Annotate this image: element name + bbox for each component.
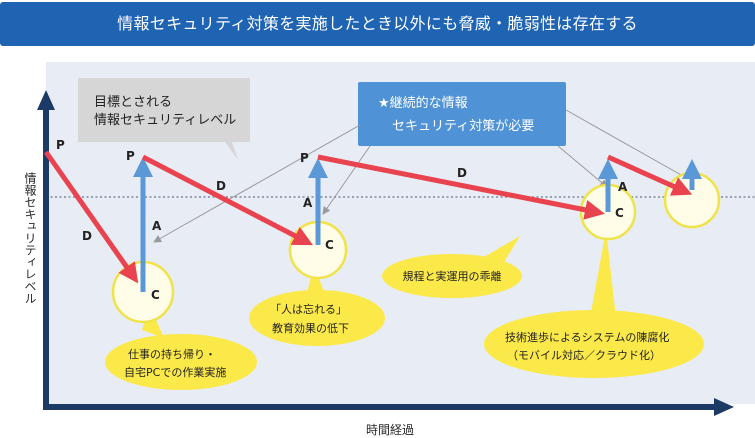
- bubble-people-forget: 「人は忘れる」 教育効果の低下: [249, 266, 385, 346]
- continuous-callout-line-2: セキュリティ対策が必要: [392, 118, 534, 134]
- check-label-3: C: [615, 206, 624, 220]
- continuous-need-callout: ★継続的な情報 セキュリティ対策が必要: [358, 82, 566, 146]
- continuous-callout-line-1: ★継続的な情報: [378, 95, 468, 111]
- plan-label-2: P: [126, 149, 135, 163]
- target-callout-line-2: 情報セキュリティレベル: [94, 113, 236, 128]
- bubble-tech-progress: 技術進歩によるシステムの陳腐化 （モバイル対応／クラウド化）: [484, 230, 704, 378]
- do-arrow-4: [606, 154, 693, 196]
- callout-pointer-lines: [153, 109, 691, 243]
- do-labels: D D D: [82, 166, 467, 243]
- page-title: 情報セキュリティ対策を実施したとき以外にも脅威・脆弱性は存在する: [0, 2, 755, 46]
- do-arrows: [43, 150, 693, 284]
- bubble-rules-gap: 規程と実運用の乖離: [382, 236, 522, 298]
- do-label-3: D: [457, 166, 467, 180]
- act-label-3: A: [618, 180, 628, 194]
- act-labels: A A A: [152, 180, 628, 233]
- do-label-1: D: [82, 229, 92, 243]
- x-axis-label: 時間経過: [366, 423, 414, 437]
- bubble-home-work: 仕事の持ち帰り・ 自宅PCでの作業実施: [105, 306, 257, 390]
- bubble-home-work-line-1: 仕事の持ち帰り・: [128, 347, 216, 361]
- check-label-1: C: [151, 288, 160, 302]
- do-arrow-2: [141, 154, 313, 246]
- bubble-rules-gap-line-1: 規程と実運用の乖離: [403, 269, 502, 283]
- check-labels: C C C: [151, 206, 624, 302]
- target-level-callout: 目標とされる 情報セキュリティレベル: [78, 78, 250, 160]
- bubble-people-forget-line-2: 教育効果の低下: [272, 321, 349, 335]
- act-label-1: A: [152, 219, 162, 233]
- bubble-tech-progress-line-1: 技術進歩によるシステムの陳腐化: [505, 330, 669, 344]
- plan-labels: P P P: [56, 138, 309, 165]
- check-label-2: C: [325, 238, 334, 252]
- do-label-2: D: [216, 179, 226, 193]
- do-arrow-3: [317, 154, 605, 220]
- bubble-people-forget-line-1: 「人は忘れる」: [270, 302, 347, 316]
- y-axis-label: 情報セキュリティレベル: [23, 172, 37, 304]
- plan-label-1: P: [56, 138, 65, 152]
- bubble-home-work-line-2: 自宅PCでの作業実施: [124, 365, 226, 379]
- do-arrow-1: [43, 150, 139, 284]
- bubble-tech-progress-line-2: （モバイル対応／クラウド化）: [507, 348, 661, 362]
- plan-label-3: P: [300, 151, 309, 165]
- target-callout-line-1: 目標とされる: [94, 95, 172, 110]
- act-label-2: A: [303, 196, 313, 210]
